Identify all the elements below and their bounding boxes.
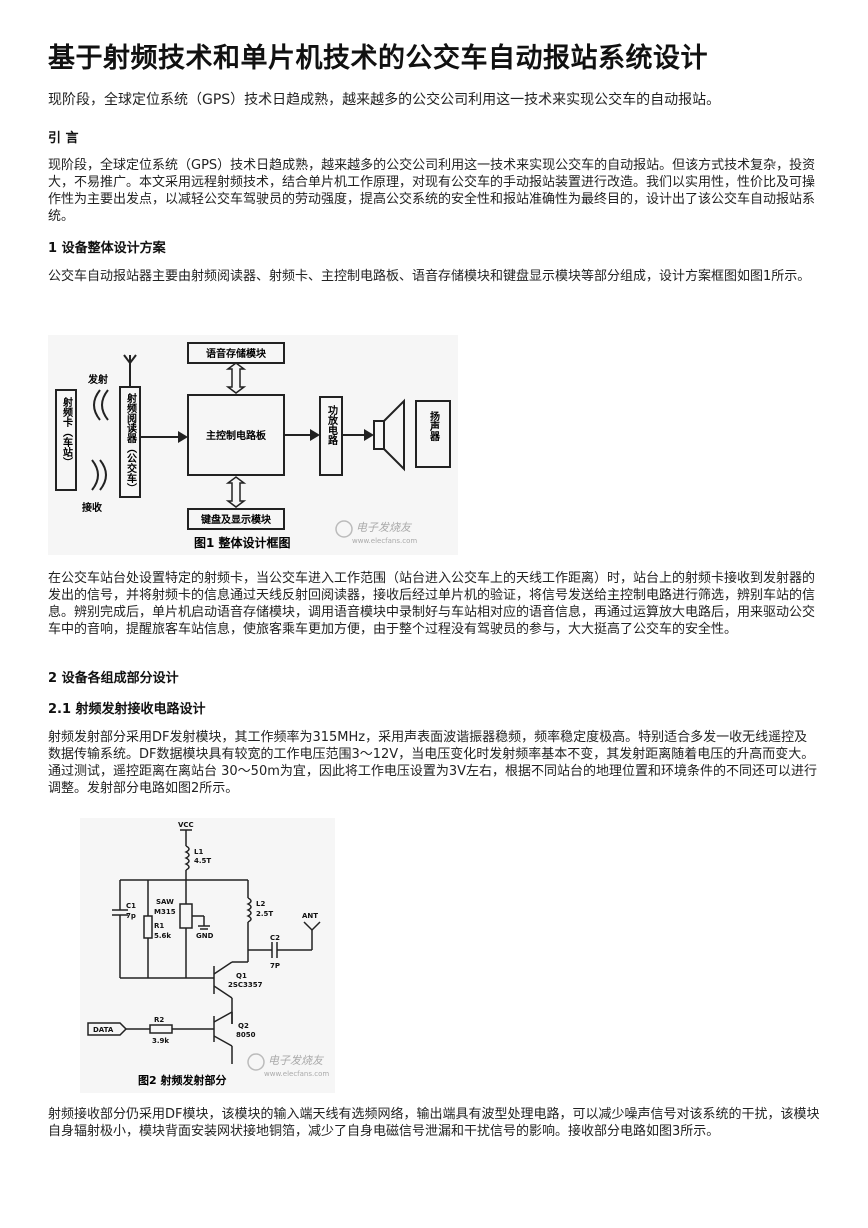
gnd-label: GND: [196, 932, 214, 940]
q2-label: Q2: [238, 1022, 249, 1030]
figure-2-caption: 图2 射频发射部分: [138, 1073, 226, 1087]
watermark-logo-icon-2: [247, 1053, 265, 1071]
main-board-label: 主控制电路板: [206, 429, 267, 442]
q1-model: 2SC3357: [228, 981, 263, 989]
intro-heading: 引 言: [48, 131, 79, 146]
paragraph-after-figure-1: 在公交车站台处设置特定的射频卡，当公交车进入工作范围（站台进入公交车上的天线工作…: [48, 571, 816, 637]
r1-value: 5.6k: [154, 932, 171, 940]
section-1-heading: 1 设备整体设计方案: [48, 241, 166, 256]
receive-label: 接收: [82, 501, 102, 514]
data-input-arrow-icon: [87, 1022, 128, 1036]
figure-2-watermark-url: www.elecfans.com: [264, 1070, 329, 1078]
r2-value: 3.9k: [152, 1037, 169, 1045]
l2-label: L2: [256, 900, 265, 908]
l1-value: 4.5T: [194, 857, 211, 865]
c1-label: C1: [126, 902, 136, 910]
l1-label: L1: [194, 848, 203, 856]
c2-value: 7P: [270, 962, 280, 970]
figure-1-watermark-url: www.elecfans.com: [352, 537, 417, 545]
rf-reader-label: 射频阅读器（公交车）: [125, 392, 138, 493]
r1-label: R1: [154, 922, 164, 930]
c2-label: C2: [270, 934, 280, 942]
figure-1-caption: 图1 整体设计框图: [194, 535, 291, 550]
figure-2-watermark: 电子发烧友: [268, 1054, 325, 1067]
q1-label: Q1: [236, 972, 247, 980]
rf-card-box: [55, 389, 77, 491]
saw-label: SAW: [156, 898, 174, 906]
rf-card-label: 射频卡（车站）: [61, 396, 74, 467]
saw-model: M315: [154, 908, 176, 916]
c1-value: 7p: [126, 912, 136, 920]
vcc-label: VCC: [178, 821, 194, 829]
section-2-1-paragraph: 射频发射部分采用DF发射模块，其工作频率为315MHz，采用声表面波谐振器稳频，…: [48, 730, 818, 796]
q2-model: 8050: [236, 1031, 256, 1039]
emit-label: 发射: [87, 373, 108, 386]
lead-paragraph: 现阶段，全球定位系统（GPS）技术日趋成熟，越来越多的公交公司利用这一技术来实现…: [48, 92, 721, 108]
figure-2-svg: VCC L1 4.5T C1 7p SAW M315 GND L2 2.5T R…: [80, 818, 335, 1093]
speaker-box: [415, 400, 451, 468]
watermark-logo-icon: [335, 520, 353, 538]
section-2-1-heading: 2.1 射频发射接收电路设计: [48, 702, 206, 717]
voice-module-label: 语音存储模块: [206, 347, 267, 360]
l2-value: 2.5T: [256, 910, 273, 918]
section-2-heading: 2 设备各组成部分设计: [48, 671, 179, 686]
amplifier-label: 功放电路: [326, 404, 339, 446]
ant-label: ANT: [302, 912, 318, 920]
figure-2-circuit: VCC L1 4.5T C1 7p SAW M315 GND L2 2.5T R…: [80, 818, 335, 1093]
data-label: DATA: [93, 1026, 114, 1034]
article-title: 基于射频技术和单片机技术的公交车自动报站系统设计: [48, 43, 708, 74]
intro-paragraph: 现阶段，全球定位系统（GPS）技术日趋成熟，越来越多的公交公司利用这一技术来实现…: [48, 158, 816, 224]
figure-1-svg: 射频卡（车站） 发射 接收 射频阅读器（公交车） 语音存储模块 主控制电路: [48, 335, 458, 555]
figure-1-block-diagram: 射频卡（车站） 发射 接收 射频阅读器（公交车） 语音存储模块 主控制电路: [48, 335, 458, 555]
speaker-icon: [373, 420, 385, 450]
keyboard-module-label: 键盘及显示模块: [200, 513, 272, 526]
keyboard-module-box: [187, 508, 285, 530]
speaker-label: 扬声器: [428, 410, 441, 442]
paragraph-after-figure-2: 射频接收部分仍采用DF模块，该模块的输入端天线有选频网络，输出端具有波型处理电路…: [48, 1107, 820, 1139]
section-1-paragraph: 公交车自动报站器主要由射频阅读器、射频卡、主控制电路板、语音存储模块和键盘显示模…: [48, 269, 811, 284]
rf-reader-box: [119, 386, 141, 498]
r2-label: R2: [154, 1016, 164, 1024]
figure-1-watermark: 电子发烧友: [356, 521, 413, 534]
